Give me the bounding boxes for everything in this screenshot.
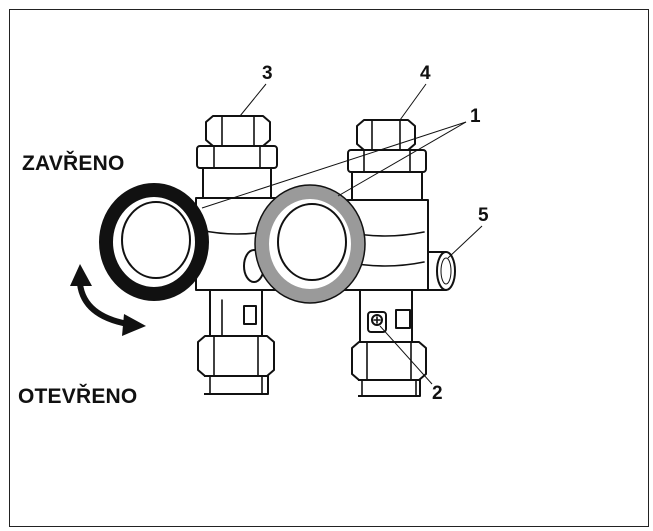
open-ring <box>254 184 366 304</box>
leader-4 <box>399 83 427 121</box>
leader-1b <box>337 121 467 197</box>
callout-4: 4 <box>420 63 431 84</box>
callout-3: 3 <box>262 63 273 84</box>
leader-lines <box>201 83 483 385</box>
leader-3 <box>239 83 267 117</box>
leader-2 <box>379 325 433 385</box>
label-closed: ZAVŘENO <box>22 152 125 175</box>
callout-2: 2 <box>432 383 443 404</box>
rotation-arrow <box>70 264 146 336</box>
label-open: OTEVŘENO <box>18 385 138 408</box>
left-valve-body <box>195 115 279 395</box>
leader-5 <box>447 225 483 259</box>
callout-1: 1 <box>470 106 481 127</box>
callout-5: 5 <box>478 205 489 226</box>
leader-1a <box>201 121 467 209</box>
closed-ring <box>99 183 209 301</box>
figure-frame <box>9 9 649 527</box>
right-valve-body <box>341 119 456 397</box>
